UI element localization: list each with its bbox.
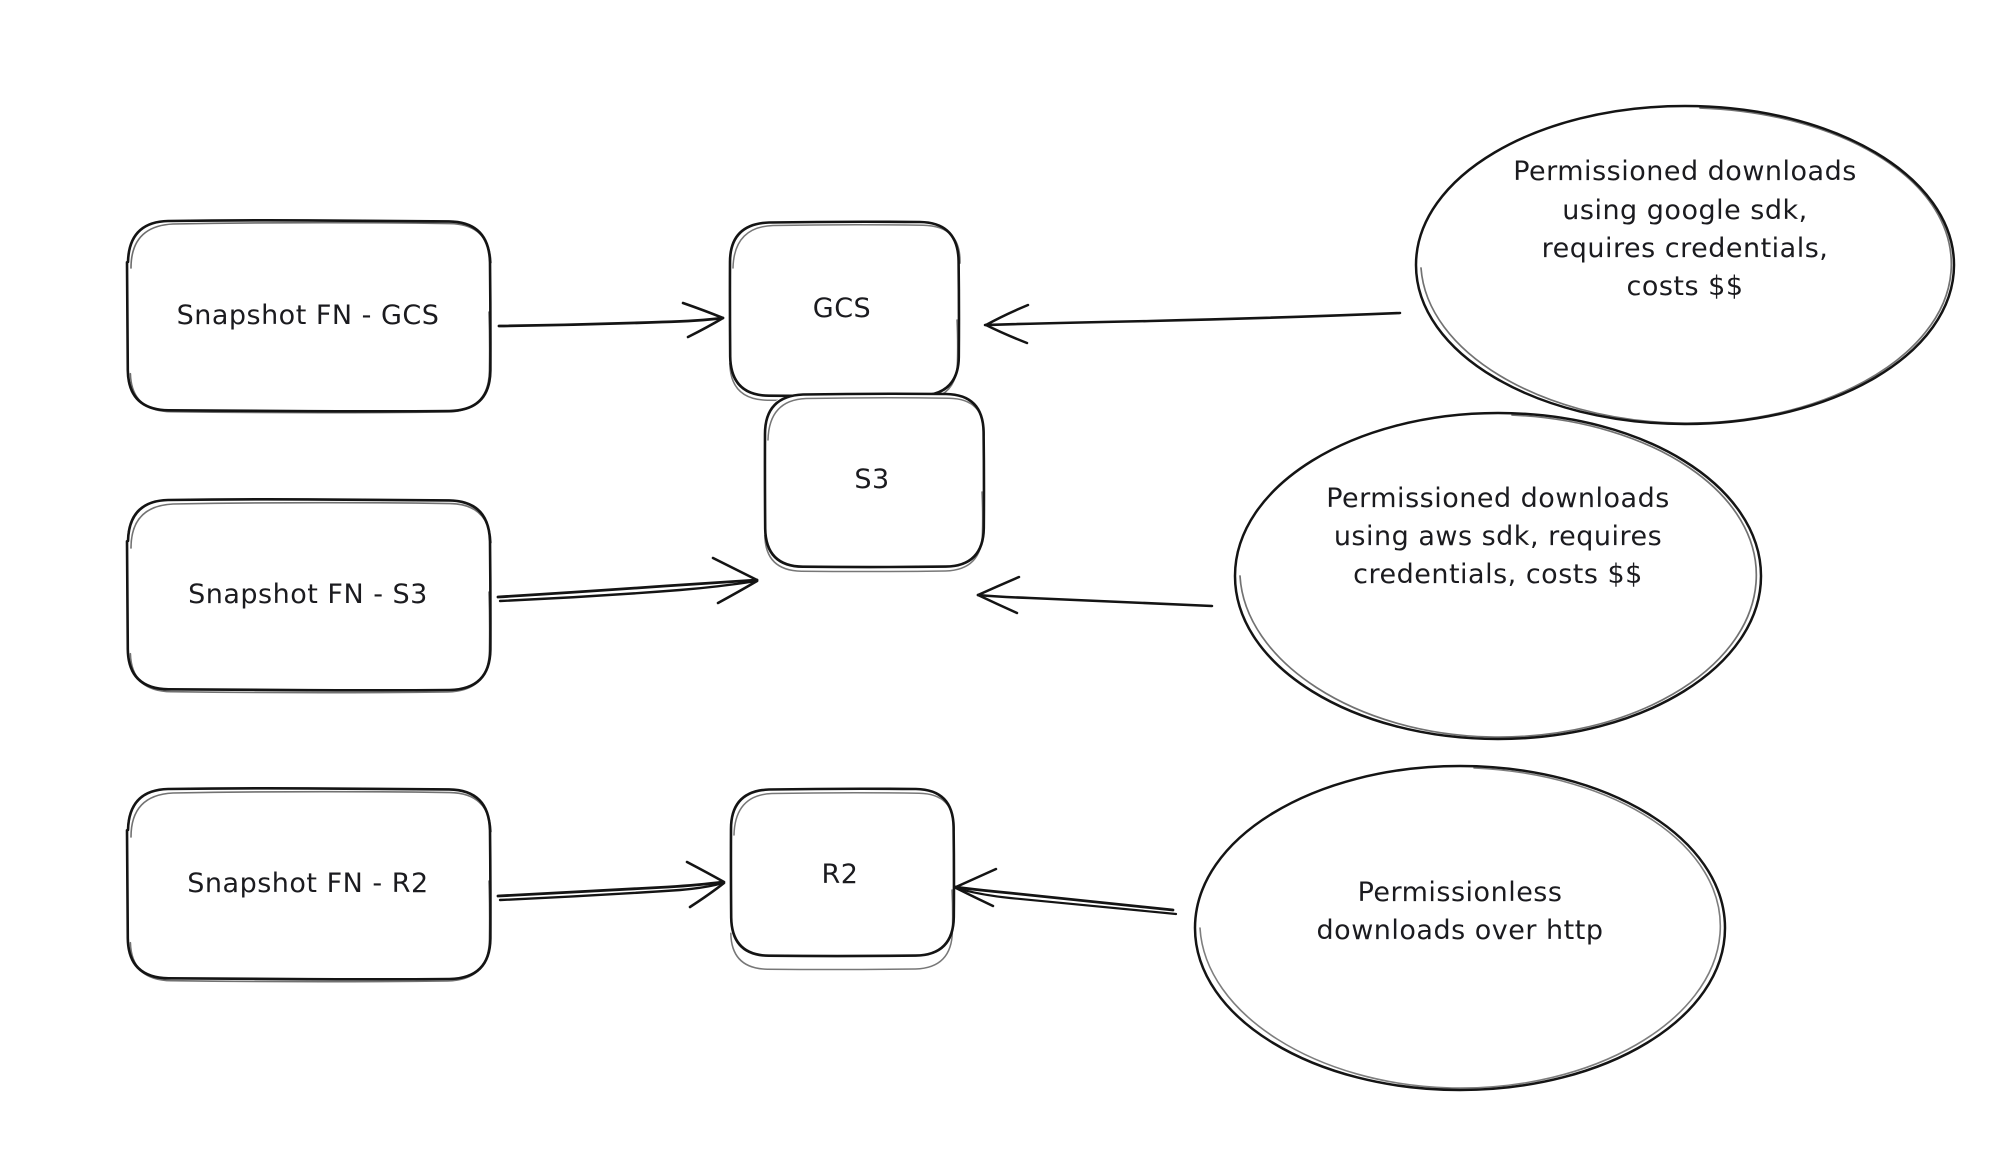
node-gcs[interactable] [727,220,961,402]
node-s3[interactable] [762,392,986,573]
arrow-note-http-to-r2 [953,867,1178,916]
node-snapshot-fn-s3[interactable] [125,497,492,694]
note-aws-sdk[interactable] [1233,411,1763,741]
arrow-note-google-to-gcs [983,303,1402,345]
arrow-snapshot-r2-to-r2 [496,860,726,909]
node-r2[interactable] [728,787,956,971]
node-snapshot-fn-r2[interactable] [125,786,492,983]
note-google-sdk[interactable] [1414,104,1956,426]
note-permissionless-http[interactable] [1193,764,1727,1092]
node-snapshot-fn-gcs[interactable] [125,218,492,414]
arrow-note-aws-to-s3 [976,575,1214,615]
arrow-snapshot-gcs-to-gcs [497,301,725,339]
arrow-snapshot-s3-to-s3 [496,556,759,605]
